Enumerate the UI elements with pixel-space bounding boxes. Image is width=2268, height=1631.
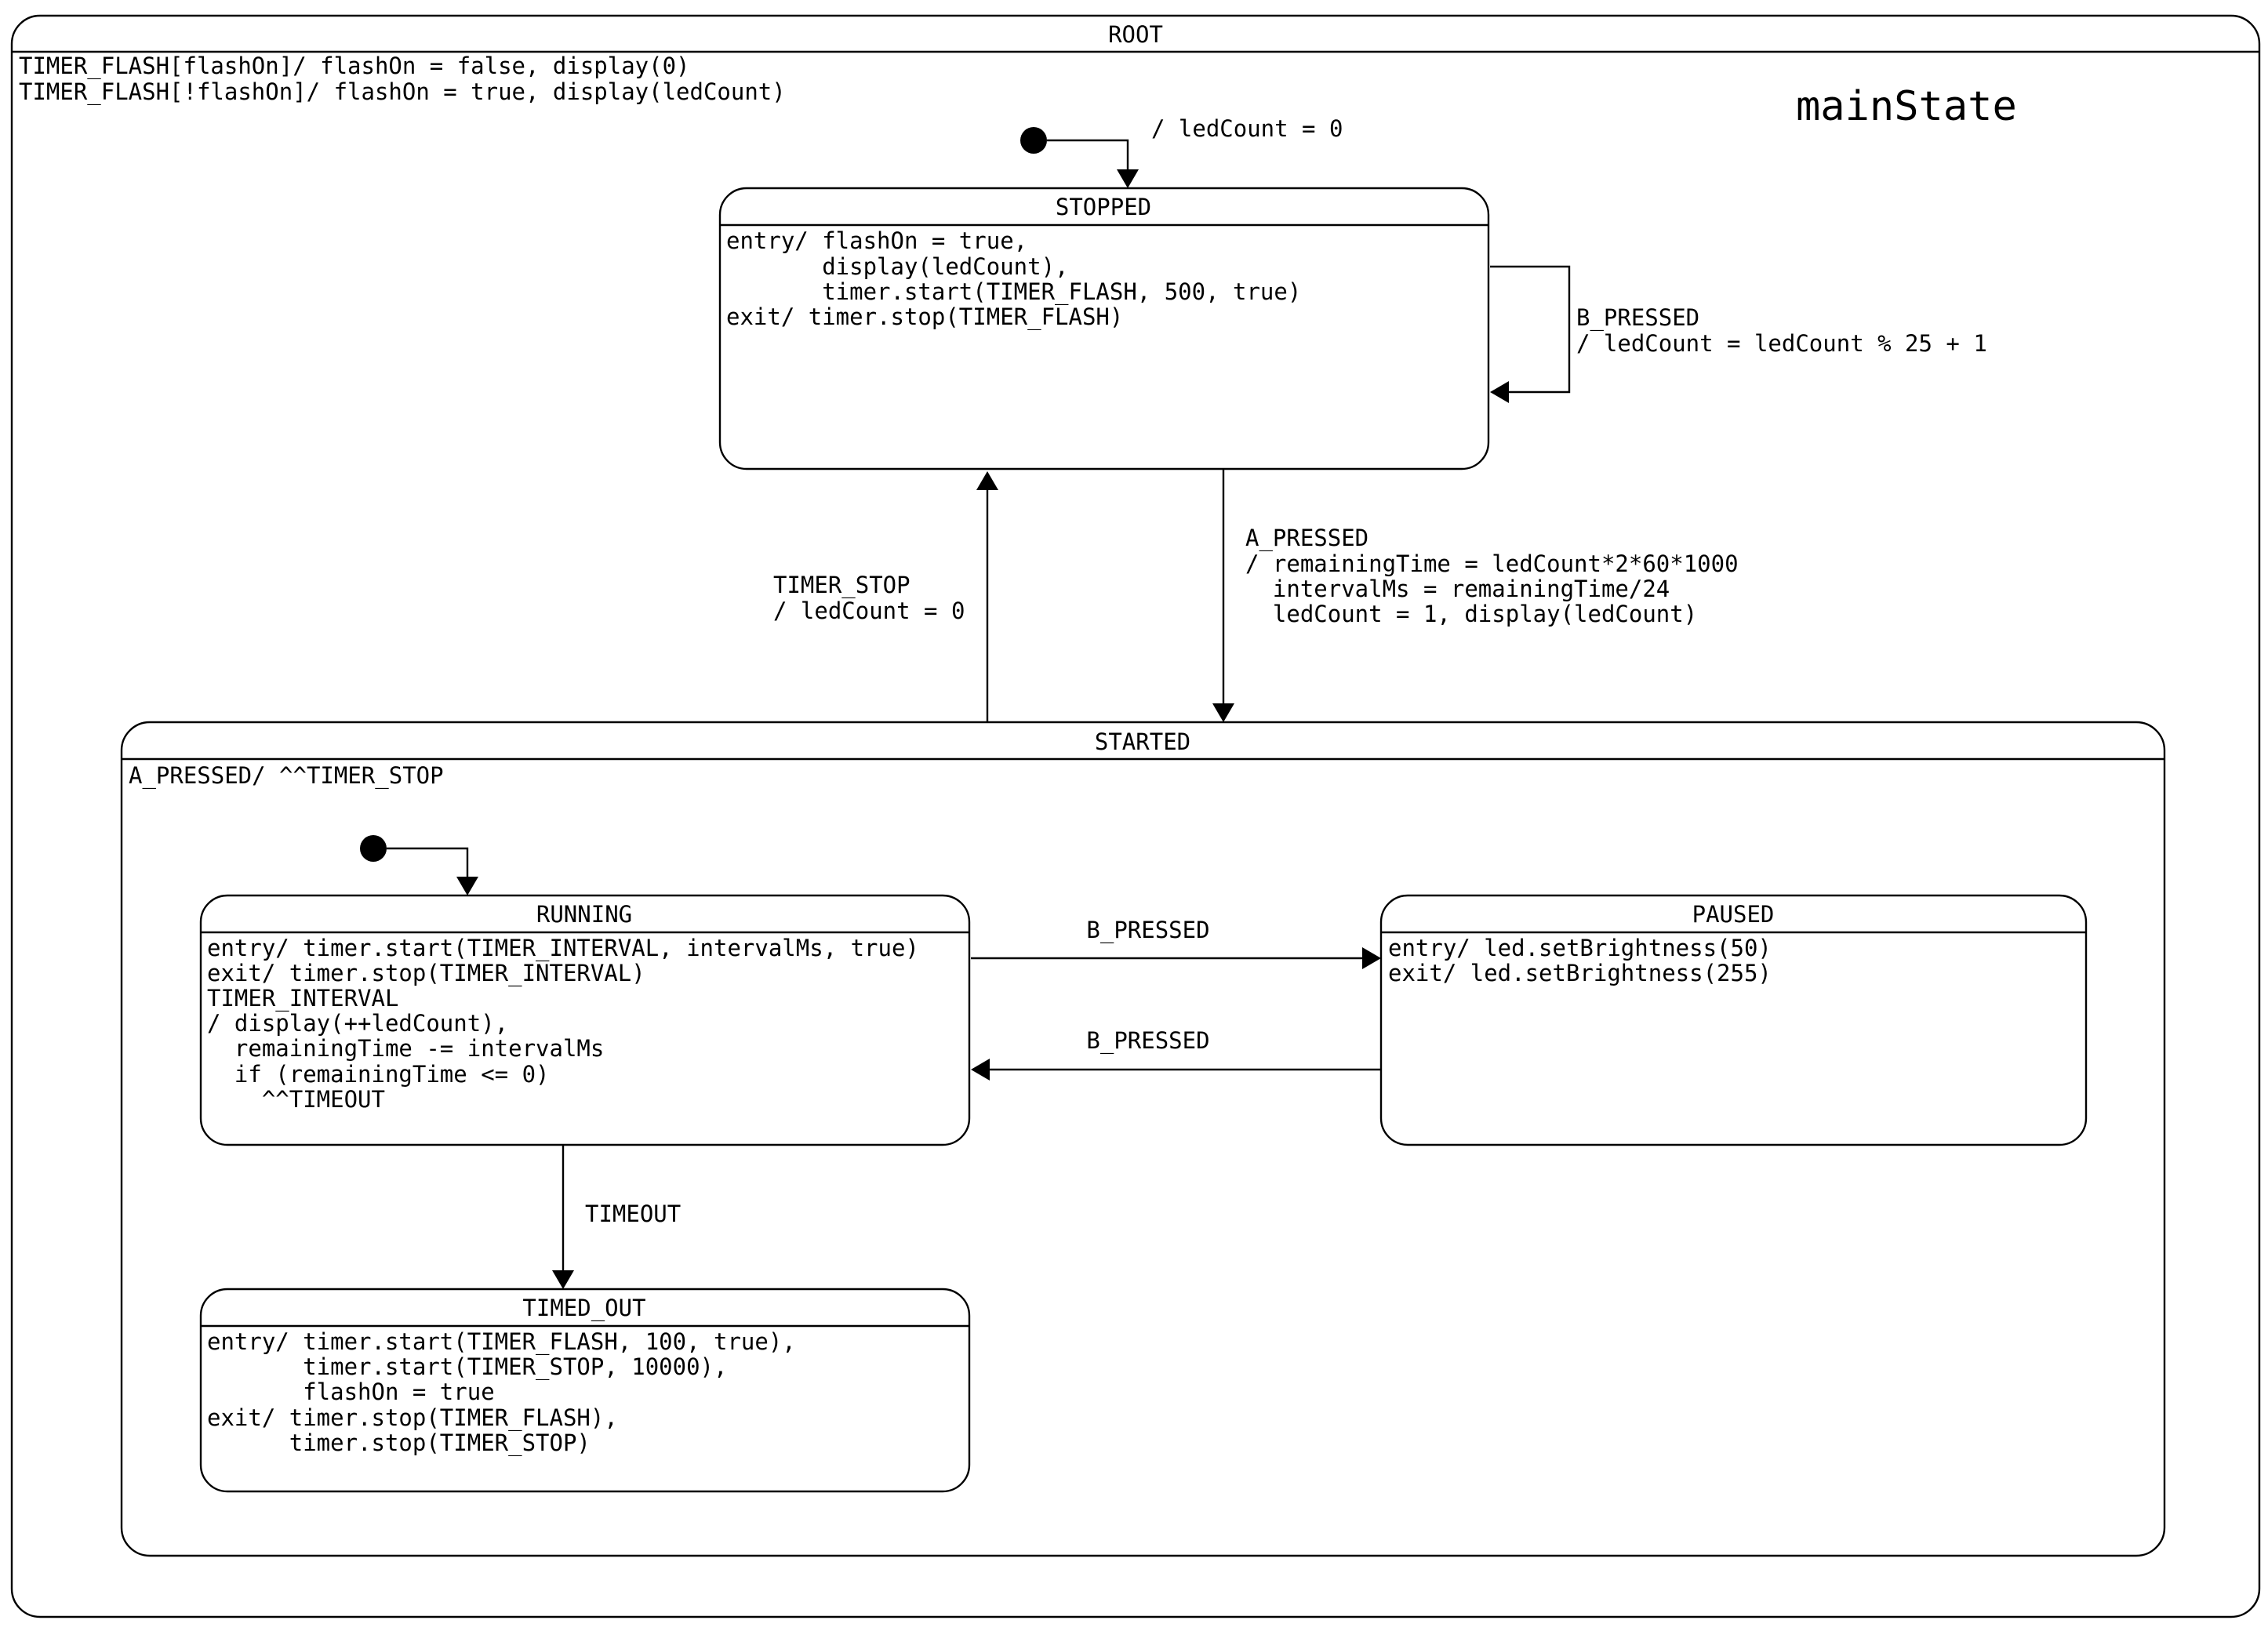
running-line-6: if (remainingTime <= 0)	[207, 1061, 550, 1088]
to-stopped-label-2: / ledCount = 0	[773, 598, 965, 624]
running-line-7: ^^TIMEOUT	[207, 1086, 385, 1113]
timed-out-line-3: flashOn = true	[207, 1379, 495, 1405]
self-transition-label-1: B_PRESSED	[1576, 304, 1699, 332]
paused-state: PAUSED entry/ led.setBrightness(50) exit…	[1379, 894, 2088, 1146]
stopped-line-2: display(ledCount),	[726, 253, 1069, 280]
initial-transition-label: / ledCount = 0	[1151, 115, 1343, 142]
self-transition-label-2: / ledCount = ledCount % 25 + 1	[1576, 330, 1987, 357]
self-transition-stopped: B_PRESSED / ledCount = ledCount % 25 + 1	[1490, 265, 1987, 403]
paused-to-run-label: B_PRESSED	[1086, 1027, 1209, 1055]
paused-line-2: exit/ led.setBrightness(255)	[1388, 960, 1772, 986]
paused-line-1: entry/ led.setBrightness(50)	[1388, 935, 1772, 961]
transition-running-to-timed-out: TIMEOUT	[552, 1145, 681, 1289]
to-stopped-label-1: TIMER_STOP	[773, 572, 910, 599]
paused-state-name: PAUSED	[1692, 901, 1775, 928]
initial-pseudostate-root	[1020, 127, 1047, 154]
running-line-3: TIMER_INTERVAL	[207, 985, 398, 1012]
transition-stopped-to-started: A_PRESSED / remainingTime = ledCount*2*6…	[1212, 469, 1739, 722]
stopped-line-1: entry/ flashOn = true,	[726, 227, 1027, 254]
timed-out-line-1: entry/ timer.start(TIMER_FLASH, 100, tru…	[207, 1328, 796, 1356]
initial-transition-root: / ledCount = 0	[1020, 115, 1343, 188]
transition-paused-to-running: B_PRESSED	[971, 1027, 1381, 1081]
running-line-1: entry/ timer.start(TIMER_INTERVAL, inter…	[207, 935, 919, 962]
to-started-label-1: A_PRESSED	[1245, 525, 1368, 552]
running-line-4: / display(++ledCount),	[207, 1010, 508, 1037]
running-line-5: remainingTime -= intervalMs	[207, 1035, 604, 1062]
running-line-2: exit/ timer.stop(TIMER_INTERVAL)	[207, 960, 645, 987]
to-started-label-4: ledCount = 1, display(ledCount)	[1245, 601, 1697, 627]
started-state-name: STARTED	[1095, 728, 1190, 755]
timed-out-state-name: TIMED_OUT	[522, 1295, 645, 1322]
started-internal: A_PRESSED/ ^^TIMER_STOP	[129, 762, 444, 790]
transition-running-to-paused: B_PRESSED	[971, 917, 1381, 969]
stopped-state: STOPPED entry/ flashOn = true, display(l…	[718, 187, 1490, 470]
initial-transition-started	[360, 835, 478, 895]
root-state-name: ROOT	[1108, 21, 1163, 48]
running-state: RUNNING entry/ timer.start(TIMER_INTERVA…	[199, 894, 971, 1146]
root-internal-2: TIMER_FLASH[!flashOn]/ flashOn = true, d…	[19, 78, 786, 106]
timed-out-line-5: timer.stop(TIMER_STOP)	[207, 1429, 591, 1457]
transition-started-to-stopped: TIMER_STOP / ledCount = 0	[773, 471, 998, 722]
timeout-label: TIMEOUT	[585, 1201, 681, 1227]
timed-out-state: TIMED_OUT entry/ timer.start(TIMER_FLASH…	[199, 1288, 971, 1493]
stopped-state-name: STOPPED	[1056, 194, 1151, 220]
stopped-line-3: timer.start(TIMER_FLASH, 500, true)	[726, 278, 1301, 306]
running-state-name: RUNNING	[536, 901, 632, 928]
timed-out-line-4: exit/ timer.stop(TIMER_FLASH),	[207, 1404, 618, 1432]
diagram-title: mainState	[1796, 83, 2017, 130]
run-to-paused-label: B_PRESSED	[1086, 917, 1209, 944]
to-started-label-3: intervalMs = remainingTime/24	[1245, 576, 1670, 602]
stopped-line-4: exit/ timer.stop(TIMER_FLASH)	[726, 303, 1123, 331]
timed-out-line-2: timer.start(TIMER_STOP, 10000),	[207, 1353, 727, 1381]
initial-pseudostate-started	[360, 835, 387, 862]
root-internal-1: TIMER_FLASH[flashOn]/ flashOn = false, d…	[19, 53, 690, 80]
to-started-label-2: / remainingTime = ledCount*2*60*1000	[1245, 550, 1739, 577]
